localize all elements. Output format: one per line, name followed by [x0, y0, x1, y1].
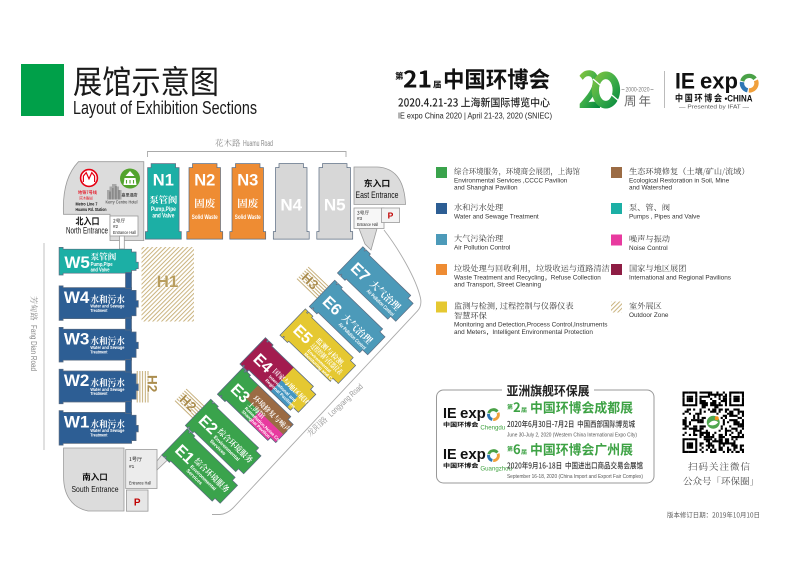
svg-text:IE: IE — [443, 446, 457, 463]
svg-text:P: P — [388, 211, 394, 221]
svg-text:W5: W5 — [64, 253, 90, 272]
svg-text:Guangzhou: Guangzhou — [480, 465, 512, 472]
svg-text:W2: W2 — [64, 371, 90, 390]
svg-text:Water and Sewage: Water and Sewage — [90, 303, 124, 309]
svg-text:Waste Treatment and Recycling，: Waste Treatment and Recycling，Refuse Col… — [454, 274, 601, 281]
svg-text:and Transport, Street Cleaning: and Transport, Street Cleaning — [454, 282, 541, 289]
svg-text:Metro Line 7: Metro Line 7 — [76, 202, 98, 207]
svg-text:East Entrance: East Entrance — [356, 190, 399, 200]
svg-text:and Meters，Intelligent Environ: and Meters，Intelligent Environmental Pro… — [454, 329, 593, 336]
svg-text:exp: exp — [460, 446, 486, 463]
svg-text:•CHINA: •CHINA — [725, 94, 753, 104]
svg-text:Water and Sewage Treatment: Water and Sewage Treatment — [454, 213, 539, 220]
svg-text:H2: H2 — [145, 375, 160, 392]
svg-text:2000-2020: 2000-2020 — [626, 87, 650, 94]
svg-text:Pump,Pipe: Pump,Pipe — [91, 262, 113, 268]
svg-text:Chengdu: Chengdu — [480, 424, 505, 431]
svg-text:— Presented by IFAT —: — Presented by IFAT — — [679, 105, 749, 111]
svg-text:W3: W3 — [64, 329, 90, 348]
svg-text:Treatment: Treatment — [90, 349, 107, 355]
svg-text:Solid Waste: Solid Waste — [192, 214, 218, 221]
svg-text:and Watershed: and Watershed — [629, 185, 673, 192]
svg-text:exp: exp — [460, 405, 486, 422]
svg-text:Ecological Restoration in Soil: Ecological Restoration in Soil, Mine — [629, 177, 730, 184]
svg-text:and Shanghai Pavilion: and Shanghai Pavilion — [454, 185, 518, 192]
svg-text:#2: #2 — [113, 224, 119, 229]
svg-text:Entrance Hall: Entrance Hall — [129, 481, 151, 486]
svg-text:W1: W1 — [64, 413, 90, 432]
svg-text:September 16-18, 2020 (China: September 16-18, 2020 (China Import and … — [507, 474, 643, 480]
svg-text:Environmental Services ,CCCC P: Environmental Services ,CCCC Pavilion — [454, 177, 568, 184]
svg-text:#1: #1 — [129, 464, 135, 470]
svg-text:International and Regional Pav: International and Regional Pavilions — [629, 274, 731, 281]
svg-text:P: P — [134, 498, 141, 509]
svg-text:N2: N2 — [194, 172, 215, 190]
svg-text:Fang Dian Road: Fang Dian Road — [29, 325, 38, 371]
svg-text:North Entrance: North Entrance — [66, 225, 108, 236]
svg-text:exp: exp — [700, 69, 738, 94]
svg-text:South Entrance: South Entrance — [72, 484, 119, 494]
svg-text:and Valve: and Valve — [91, 268, 110, 274]
svg-text:Entrance Hall: Entrance Hall — [357, 222, 378, 227]
svg-text:and Valve: and Valve — [152, 214, 175, 220]
svg-text:Pumps , Pipes and Valve: Pumps , Pipes and Valve — [629, 213, 700, 220]
svg-text:Monitoring and Detection,Proce: Monitoring and Detection,Process Control… — [454, 322, 607, 329]
svg-text:Pump,Pipe: Pump,Pipe — [151, 207, 177, 213]
svg-text:Solid Waste: Solid Waste — [235, 214, 261, 221]
svg-text:H1: H1 — [157, 272, 179, 291]
svg-text:Water and Sewage: Water and Sewage — [90, 387, 124, 393]
svg-text:N4: N4 — [280, 196, 302, 215]
svg-text:Air Pollution Control: Air Pollution Control — [454, 244, 510, 251]
svg-text:Water and Sewage: Water and Sewage — [90, 345, 124, 351]
svg-text:Treatment: Treatment — [90, 308, 107, 314]
svg-text:Entrance Hall: Entrance Hall — [113, 230, 136, 235]
svg-text:IE: IE — [675, 69, 695, 94]
svg-text:N3: N3 — [237, 172, 258, 190]
svg-text:Outdoor Zone: Outdoor Zone — [629, 312, 669, 319]
svg-text:Huamu Rd. Station: Huamu Rd. Station — [76, 207, 107, 212]
svg-text:Noise Control: Noise Control — [629, 245, 668, 252]
svg-text:N5: N5 — [324, 196, 346, 215]
svg-text:N1: N1 — [153, 172, 174, 190]
svg-text:Huamu Road: Huamu Road — [243, 139, 273, 148]
svg-text:Water and Sewage: Water and Sewage — [90, 428, 124, 434]
svg-text:June 30-July 2, 2020 (Western: June 30-July 2, 2020 (Western China Inte… — [507, 433, 637, 439]
svg-text:Layout of Exhibition Sections: Layout of Exhibition Sections — [73, 98, 257, 118]
svg-text:#3: #3 — [357, 216, 363, 221]
svg-text:IE: IE — [443, 405, 457, 422]
svg-text:W4: W4 — [64, 288, 90, 307]
svg-text:Treatment: Treatment — [90, 433, 107, 439]
svg-text:Kerry Centre Hotel: Kerry Centre Hotel — [106, 200, 138, 205]
svg-text:IE expo China 2020 | April: IE expo China 2020 | April 21-23, 2020 (… — [398, 111, 552, 121]
svg-text:Treatment: Treatment — [90, 391, 107, 397]
